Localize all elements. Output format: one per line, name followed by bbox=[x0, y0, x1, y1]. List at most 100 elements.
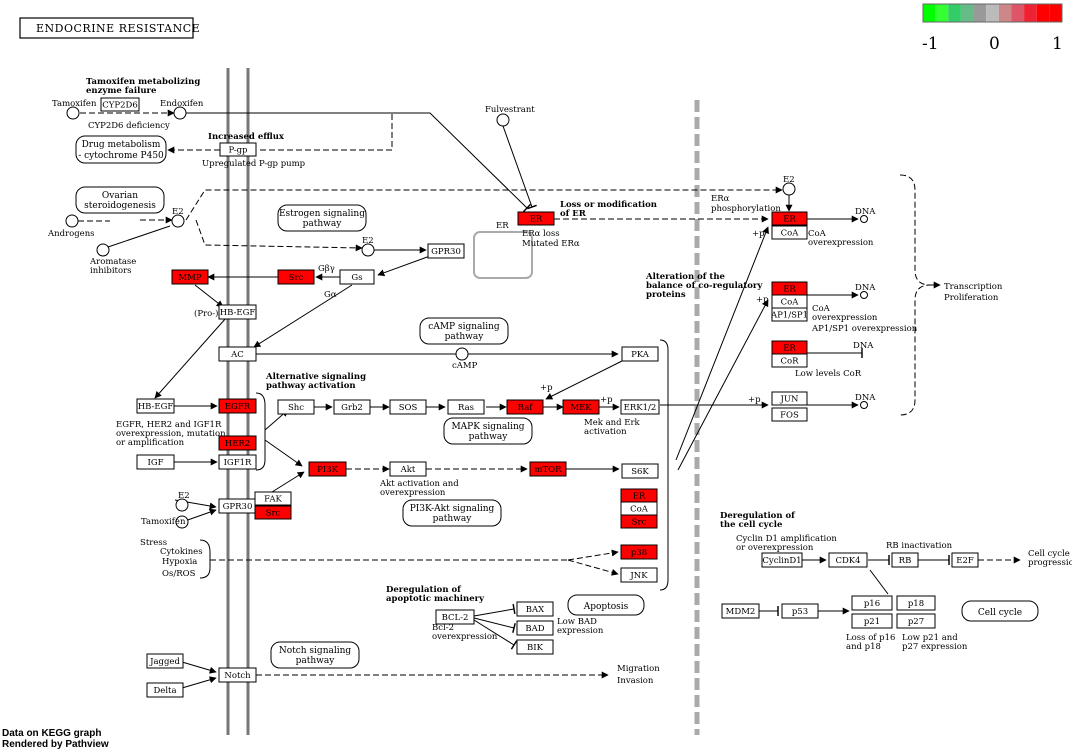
gene-node-sos[interactable]: SOS bbox=[389, 399, 427, 415]
label-coa-ap1-3: AP1/SP1 overexpression bbox=[811, 324, 918, 334]
gene-node-bcl2[interactable]: BCL-2 bbox=[435, 609, 475, 625]
gene-node-p38[interactable]: p38 bbox=[620, 544, 658, 560]
compound-aromatase bbox=[96, 243, 110, 257]
gene-node-jun[interactable]: JUN bbox=[771, 391, 808, 406]
pathway-camp[interactable] bbox=[419, 317, 509, 345]
gene-node-hbegf-cell[interactable]: HB-EGF bbox=[218, 304, 257, 320]
pathway-pi3k[interactable] bbox=[402, 499, 502, 527]
label-coa-over-1: CoA bbox=[808, 229, 827, 239]
header-alteration-1: Alteration of the bbox=[645, 272, 725, 282]
gene-node-er4[interactable]: ER bbox=[620, 488, 658, 503]
header-tamoxifen-1: Tamoxifen metabolizing bbox=[86, 77, 200, 87]
gene-node-e2f[interactable]: E2F bbox=[951, 552, 979, 568]
gene-node-label: AC bbox=[230, 350, 244, 360]
gene-node-label: BIK bbox=[527, 643, 544, 653]
gene-node-her2[interactable]: HER2 bbox=[218, 435, 257, 451]
pathway-cellcycle[interactable] bbox=[961, 600, 1039, 622]
pathway-estrogen[interactable] bbox=[277, 204, 367, 232]
gene-node-er-right[interactable]: ER bbox=[771, 211, 808, 226]
gene-node-p53[interactable]: p53 bbox=[781, 603, 819, 619]
label-plus-p-2: +p bbox=[756, 295, 769, 305]
gene-node-grb2[interactable]: Grb2 bbox=[333, 399, 371, 415]
gene-node-fak[interactable]: FAK bbox=[254, 491, 292, 506]
gene-node-er3[interactable]: ER bbox=[771, 340, 808, 355]
gene-node-igf1r[interactable]: IGF1R bbox=[218, 454, 257, 470]
gene-node-fos[interactable]: FOS bbox=[771, 407, 808, 422]
gene-node-egfr[interactable]: EGFR bbox=[218, 398, 257, 414]
gene-node-p21[interactable]: p21 bbox=[851, 613, 893, 629]
gene-node-igf[interactable]: IGF bbox=[136, 454, 175, 470]
gene-node-ap1sp1[interactable]: AP1/SP1 bbox=[770, 307, 808, 322]
gene-node-label: PI3K bbox=[317, 465, 338, 475]
gene-node-label: p38 bbox=[631, 548, 647, 558]
gene-node-ac[interactable]: AC bbox=[218, 346, 257, 362]
gene-node-jagged[interactable]: Jagged bbox=[146, 653, 184, 669]
label-migration: Migration bbox=[617, 664, 660, 674]
gene-node-p18[interactable]: p18 bbox=[896, 595, 936, 611]
gene-node-mek[interactable]: MEK bbox=[562, 399, 600, 415]
gene-node-label: JUN bbox=[779, 395, 799, 405]
gene-node-label: CoA bbox=[630, 505, 649, 515]
gene-node-label: BAD bbox=[525, 624, 544, 634]
legend-cell bbox=[935, 4, 949, 22]
gene-node-p27[interactable]: p27 bbox=[896, 613, 936, 629]
label-era-phos-1: ERα bbox=[711, 194, 730, 204]
pathway-notch[interactable] bbox=[270, 641, 360, 669]
pathway-drug-metabolism[interactable] bbox=[75, 135, 167, 164]
gene-node-label: S6K bbox=[631, 467, 649, 477]
gene-node-rb[interactable]: RB bbox=[891, 552, 919, 568]
gene-node-gs[interactable]: Gs bbox=[339, 269, 375, 285]
gene-node-shc[interactable]: Shc bbox=[277, 399, 315, 415]
label-akt-act-1: Akt activation and bbox=[379, 479, 459, 489]
pathway-ovarian[interactable] bbox=[75, 186, 165, 214]
gene-node-pka[interactable]: PKA bbox=[621, 346, 659, 362]
gene-node-label: HB-EGF bbox=[220, 308, 256, 318]
label-loss-p16-1: Loss of p16 bbox=[846, 633, 895, 643]
gene-node-cdk4[interactable]: CDK4 bbox=[828, 552, 868, 568]
gene-node-bad[interactable]: BAD bbox=[516, 620, 554, 636]
gene-node-bax[interactable]: BAX bbox=[516, 601, 554, 617]
pathway-mapk[interactable] bbox=[443, 417, 533, 445]
gene-node-mdm2[interactable]: MDM2 bbox=[721, 603, 760, 619]
gene-node-coa4[interactable]: CoA bbox=[620, 501, 658, 516]
gene-node-jnk[interactable]: JNK bbox=[620, 567, 658, 583]
gene-node-src-top[interactable]: Src bbox=[277, 269, 315, 285]
label-loss-p16-2: and p18 bbox=[846, 642, 881, 652]
gene-node-cyclind1[interactable]: CyclinD1 bbox=[761, 552, 803, 568]
pathway-camp-label-2: pathway bbox=[445, 332, 485, 342]
gene-node-cyp2d6[interactable]: CYP2D6 bbox=[100, 97, 140, 112]
gene-node-src-bot[interactable]: Src bbox=[254, 505, 292, 520]
gene-node-erk[interactable]: ERK1/2 bbox=[620, 399, 660, 415]
gene-node-akt[interactable]: Akt bbox=[389, 461, 427, 477]
gene-node-label: ER bbox=[783, 344, 796, 354]
gene-node-coa2[interactable]: CoA bbox=[771, 294, 808, 309]
gene-node-coa1[interactable]: CoA bbox=[771, 225, 808, 240]
gene-node-gpr30-top[interactable]: GPR30 bbox=[427, 243, 465, 259]
pathway-mapk-label-1: MAPK signaling bbox=[451, 422, 524, 432]
title-text: ENDOCRINE RESISTANCE bbox=[36, 22, 200, 35]
label-dna-4: DNA bbox=[855, 393, 876, 403]
gene-node-delta[interactable]: Delta bbox=[146, 682, 184, 698]
gene-node-er2[interactable]: ER bbox=[771, 281, 808, 296]
gene-node-src4[interactable]: Src bbox=[620, 514, 658, 529]
gene-node-label: Ras bbox=[458, 403, 474, 413]
gene-node-hbegf[interactable]: HB-EGF bbox=[136, 398, 175, 414]
pathway-notch-label-2: pathway bbox=[296, 656, 336, 666]
label-plus-p-4: +p bbox=[540, 383, 553, 393]
gene-node-label: Delta bbox=[153, 686, 176, 696]
gene-node-s6k[interactable]: S6K bbox=[621, 463, 659, 479]
gene-node-ras[interactable]: Ras bbox=[447, 399, 485, 415]
pathway-estrogen-label-2: pathway bbox=[303, 219, 343, 229]
gene-node-mtor[interactable]: mTOR bbox=[529, 461, 567, 477]
gene-node-er-top[interactable]: ER bbox=[517, 211, 555, 226]
gene-node-notch[interactable]: Notch bbox=[218, 667, 257, 683]
gene-node-cor[interactable]: CoR bbox=[771, 353, 808, 368]
gene-node-gpr30-bot[interactable]: GPR30 bbox=[218, 498, 257, 514]
gene-node-p16[interactable]: p16 bbox=[851, 595, 893, 611]
gene-node-raf[interactable]: Raf bbox=[506, 399, 544, 415]
gene-node-bik[interactable]: BIK bbox=[516, 639, 554, 655]
gene-node-pi3k[interactable]: PI3K bbox=[308, 461, 347, 477]
gene-node-pgp[interactable]: P-gp bbox=[219, 142, 257, 157]
pathway-apoptosis[interactable] bbox=[567, 594, 645, 616]
gene-node-mmp[interactable]: MMP bbox=[171, 269, 209, 285]
